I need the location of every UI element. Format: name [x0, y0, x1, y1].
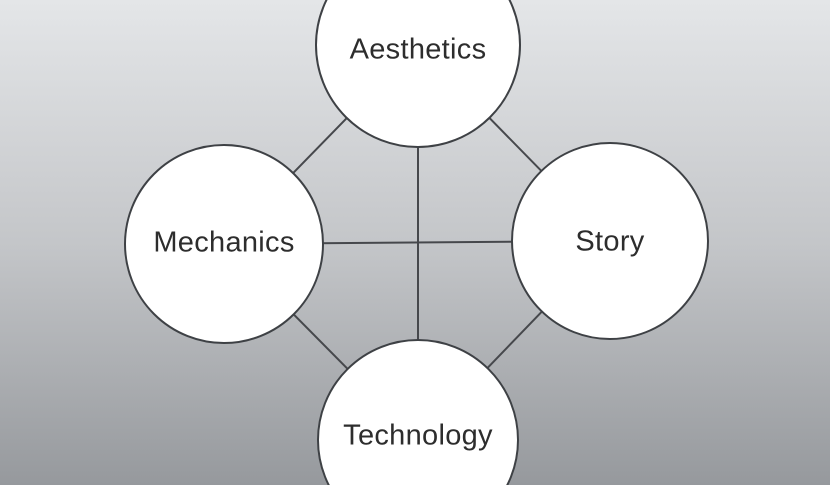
node-circle-mechanics — [124, 144, 324, 344]
node-circle-aesthetics — [315, 0, 521, 148]
node-circle-story — [511, 142, 709, 340]
node-circle-technology — [317, 339, 519, 485]
node-label-story: Story — [575, 225, 645, 258]
node-label-aesthetics: Aesthetics — [349, 33, 487, 66]
node-label-technology: Technology — [343, 419, 493, 452]
node-label-mechanics: Mechanics — [153, 226, 295, 259]
